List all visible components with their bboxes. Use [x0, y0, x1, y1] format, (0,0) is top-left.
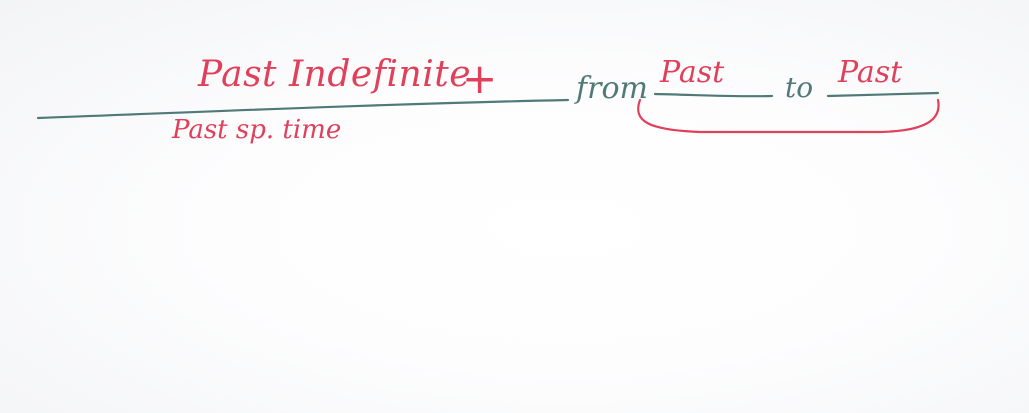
past-blank-one-text: Past: [660, 55, 725, 90]
past-blank-two-text: Past: [838, 55, 903, 90]
blank-line-two: [826, 91, 940, 98]
to-text: to: [785, 71, 814, 104]
plus-sign: +: [462, 54, 498, 103]
blank-line-one: [653, 92, 774, 98]
from-text: from: [576, 71, 648, 106]
past-specific-time-text: Past sp. time: [172, 115, 342, 145]
past-indefinite-text: Past Indefinite: [198, 54, 472, 95]
base-line: [36, 98, 570, 120]
red-brace: [637, 98, 940, 134]
